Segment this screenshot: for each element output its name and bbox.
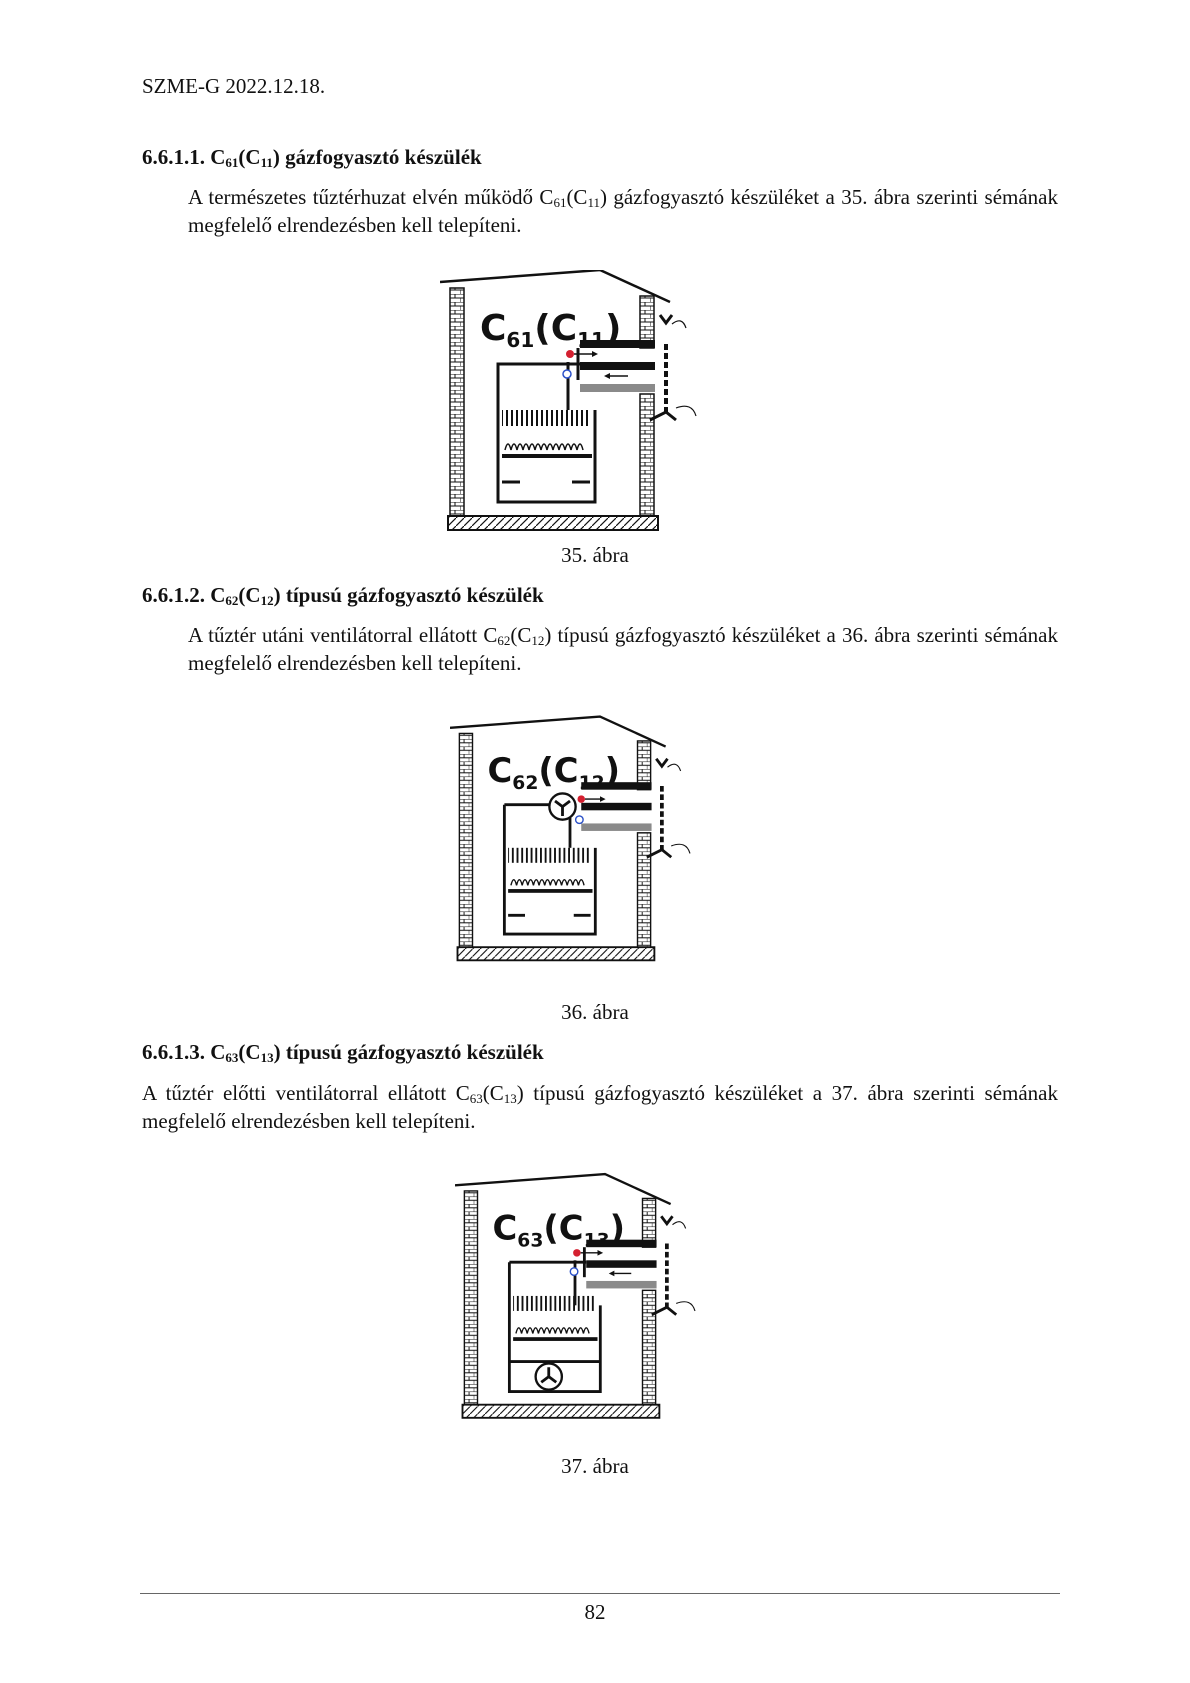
outlet-dot <box>574 815 584 825</box>
section-paragraph-2: A tűztér utáni ventilátorral ellátott C6… <box>188 623 1058 675</box>
running-header: SZME-G 2022.12.18. <box>142 74 326 98</box>
burner-icon <box>502 443 592 458</box>
figure-36-diagram: C62(C12) <box>450 715 691 962</box>
section-paragraph-3: A tűztér előtti ventilátorral ellátott C… <box>142 1081 1058 1133</box>
flue-terminal-icon <box>646 757 691 859</box>
heat-exchanger-icon <box>508 847 591 863</box>
section-heading-3: 6.6.1.3. C63(C13) típusú gázfogyasztó ké… <box>142 1040 544 1065</box>
inlet-dot <box>577 795 585 803</box>
heat-exchanger-icon <box>513 1295 596 1311</box>
burner-icon <box>513 1327 598 1341</box>
exhaust-pipe-inner <box>580 362 655 370</box>
section-heading-2: 6.6.1.2. C62(C12) típusú gázfogyasztó ké… <box>142 583 544 608</box>
outlet-dot <box>569 1267 579 1277</box>
inlet-dot <box>566 350 574 358</box>
page-number: 82 <box>584 1600 606 1624</box>
supply-fan-icon <box>534 1362 564 1391</box>
outlet-dot <box>562 369 572 379</box>
footer-rule <box>140 1593 1060 1594</box>
exhaust-pipe <box>580 340 655 348</box>
exhaust-fan-icon <box>548 792 577 821</box>
figure-label: C61(C11) <box>480 308 621 352</box>
inlet-dot <box>573 1249 581 1257</box>
figure-36-caption: 36. ábra <box>561 1000 629 1024</box>
air-intake-pipe <box>581 823 652 831</box>
flue-terminal-icon <box>649 314 697 422</box>
figure-35-caption: 35. ábra <box>561 543 629 567</box>
air-intake-pipe <box>580 384 655 392</box>
figure-37-diagram: C63(C13) <box>455 1172 696 1419</box>
section-heading-1: 6.6.1.1. C61(C11) gázfogyasztó készülék <box>142 145 482 170</box>
section-paragraph-1: A természetes tűztérhuzat elvén működő C… <box>188 185 1058 237</box>
figure-35-diagram: C61(C11) <box>440 270 697 532</box>
figure-37-caption: 37. ábra <box>561 1454 629 1478</box>
air-intake-pipe <box>586 1280 657 1289</box>
flue-terminal-icon <box>651 1215 696 1316</box>
heat-exchanger-icon <box>502 410 590 426</box>
burner-icon <box>508 878 593 893</box>
